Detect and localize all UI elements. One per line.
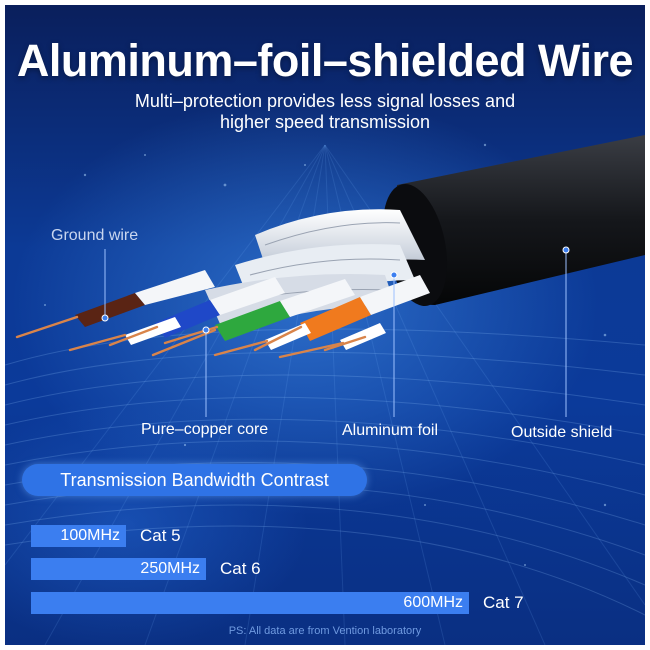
- bandwidth-category-cat-5: Cat 5: [140, 526, 181, 545]
- bandwidth-category-cat-7: Cat 7: [483, 593, 524, 612]
- page-title: Aluminum–foil–shielded Wire: [16, 35, 634, 86]
- callout-copper-core: Pure–copper core: [141, 421, 269, 438]
- callout-aluminum-foil: Aluminum foil: [342, 422, 439, 439]
- wire-pairs: [75, 270, 430, 350]
- callout-dots: [101, 246, 570, 334]
- bandwidth-bar-cat-6: 250MHz: [31, 558, 206, 580]
- callout-ground-wire: Ground wire: [51, 227, 139, 244]
- subtitle-line-1: Multi–protection provides less signal lo…: [134, 91, 516, 111]
- bandwidth-bar-cat-7: 600MHz: [31, 592, 469, 614]
- bandwidth-heading: Transmission Bandwidth Contrast: [22, 464, 367, 496]
- cable-illustration: [15, 135, 645, 417]
- bandwidth-bar-cat-5: 100MHz: [31, 525, 126, 547]
- subtitle-line-2: higher speed transmission: [219, 112, 431, 132]
- copper-strands: [15, 315, 367, 359]
- bandwidth-category-cat-6: Cat 6: [220, 559, 261, 578]
- page-subtitle: Multi–protection provides less signal lo…: [5, 91, 645, 133]
- product-banner: Aluminum–foil–shielded Wire Multi–protec…: [5, 5, 645, 645]
- footnote: PS: All data are from Vention laboratory: [228, 625, 422, 637]
- callout-outside-shield: Outside shield: [511, 424, 613, 441]
- callout-leaders: [104, 249, 567, 417]
